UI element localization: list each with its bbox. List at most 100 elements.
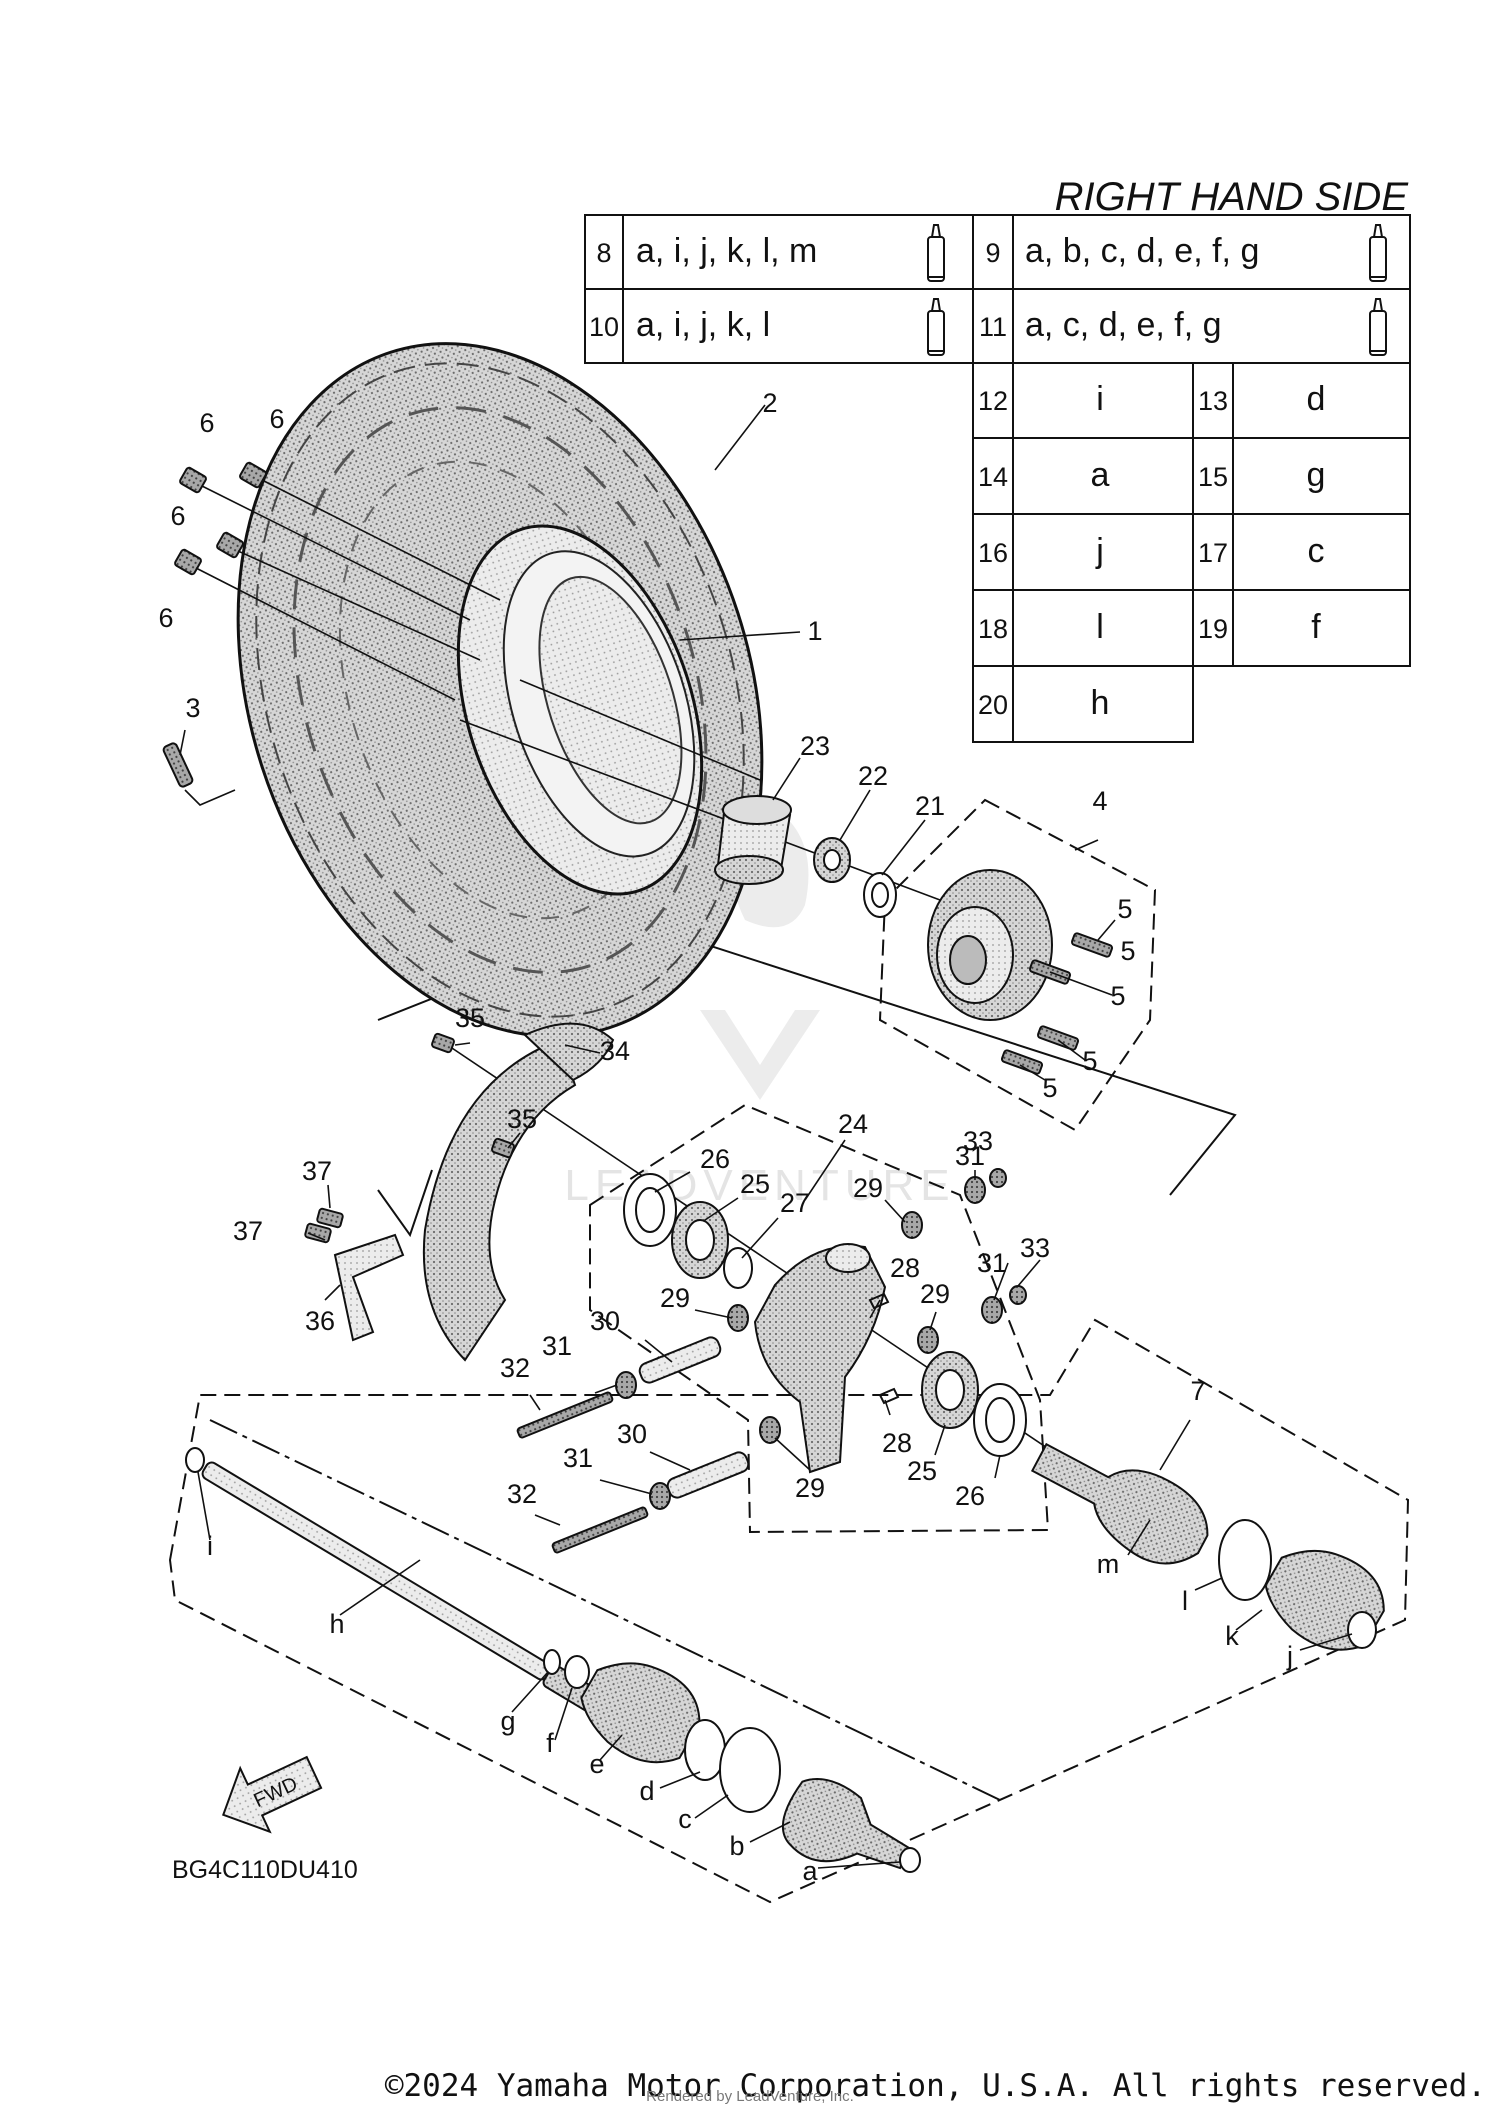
callout-j: j: [1286, 1641, 1293, 1671]
leader-lines: [179, 404, 1353, 1869]
lube-row-11-items: a, c, d, e, f, g: [1025, 306, 1222, 344]
lube-row-11-num: 11: [979, 312, 1007, 342]
kit-table: [972, 362, 1411, 743]
kit-letter-20: h: [1091, 684, 1110, 722]
kit-num-16: 16: [978, 538, 1008, 568]
callout-25a: 25: [740, 1169, 770, 1199]
band-c: [719, 1727, 781, 1813]
grease-tube-icon: [927, 224, 945, 282]
lube-row-10-num: 10: [589, 312, 619, 342]
drive-shaft: [185, 1442, 1385, 1873]
band-j: [1347, 1611, 1377, 1649]
callout-b: b: [729, 1831, 744, 1861]
callout-35b: 35: [507, 1104, 537, 1134]
callout-26a: 26: [700, 1144, 730, 1174]
copyright-notice: ©2024 Yamaha Motor Corporation, U.S.A. A…: [384, 2068, 1486, 2104]
callout-c: c: [678, 1804, 692, 1834]
callout-5d: 5: [1042, 1073, 1057, 1103]
callout-37b: 37: [233, 1216, 263, 1246]
callout-36: 36: [305, 1306, 335, 1336]
boot-k: [1264, 1549, 1385, 1651]
callout-m: m: [1097, 1549, 1120, 1579]
kit-letter-12: i: [1096, 380, 1104, 418]
bolt-32: [551, 1506, 649, 1554]
callout-6d: 6: [158, 603, 173, 633]
callout-21: 21: [915, 791, 945, 821]
bolt-32: [516, 1391, 614, 1439]
band-d: [684, 1719, 726, 1781]
callout-f: f: [546, 1728, 554, 1758]
kit-table-text: 12 i 13 d 14 a 15 g 16 j 17 c 18 l 19 f …: [978, 380, 1325, 722]
bracket-bolt-icon: [316, 1207, 344, 1229]
nut-33: [1009, 1285, 1027, 1305]
callout-24: 24: [838, 1109, 868, 1139]
hub-bolt-icon: [1000, 1049, 1044, 1075]
grease-tube-icons: [927, 224, 1387, 356]
callout-6c: 6: [170, 501, 185, 531]
callout-h: h: [329, 1609, 344, 1639]
bushing-29: [917, 1326, 939, 1354]
wheel-rim: [456, 524, 704, 896]
callout-5c: 5: [1110, 981, 1125, 1011]
callout-28b: 28: [882, 1428, 912, 1458]
diagram-code: BG4C110DU410: [172, 1856, 358, 1884]
bushing-29: [901, 1211, 923, 1239]
callout-29d: 29: [795, 1473, 825, 1503]
cotter-pin-28: [868, 1292, 900, 1405]
callout-33a: 33: [963, 1126, 993, 1156]
callout-1: 1: [807, 616, 822, 646]
hub-bolt-icon: [1070, 932, 1114, 958]
callout-31b: 31: [977, 1248, 1007, 1278]
washer-21: [863, 872, 897, 918]
page-heading: RIGHT HAND SIDE: [1055, 175, 1410, 219]
tire: [236, 342, 764, 1038]
hub-spacers: [714, 795, 897, 918]
joint-b: [781, 1778, 911, 1870]
lug-nut-icon: [174, 548, 202, 576]
lube-row-8-items: a, i, j, k, l, m: [636, 232, 817, 270]
kit-letter-16: j: [1095, 532, 1104, 570]
callout-5a: 5: [1117, 894, 1132, 924]
callout-d: d: [639, 1776, 654, 1806]
caliper-bracket: [304, 1032, 515, 1342]
washer-31: [649, 1482, 671, 1510]
lube-row-8-num: 8: [596, 238, 611, 268]
knuckle-assembly: [516, 1168, 1027, 1554]
bushing-29: [759, 1416, 781, 1444]
callout-k: k: [1225, 1621, 1239, 1651]
callout-a: a: [802, 1856, 818, 1886]
kit-letter-15: g: [1307, 456, 1326, 494]
callout-5b: 5: [1120, 936, 1135, 966]
kit-letter-17: c: [1308, 532, 1325, 570]
callout-i: i: [207, 1531, 213, 1561]
callout-31d: 31: [563, 1443, 593, 1473]
callout-31c: 31: [542, 1331, 572, 1361]
rendered-by-notice: Rendered by LeadVenture, Inc.: [646, 2088, 854, 2105]
clip-f: [564, 1655, 590, 1689]
spacer-23: [714, 795, 792, 885]
kit-letter-13: d: [1307, 380, 1326, 418]
collar-30: [638, 1336, 722, 1384]
wheel-hub: [927, 869, 1114, 1075]
callout-2: 2: [762, 388, 777, 418]
knuckle-group-outline: [589, 1103, 1050, 1534]
kit-letter-19: f: [1311, 608, 1321, 646]
driveshaft-group-outline: [168, 1318, 1410, 1904]
circlip-a: [899, 1847, 921, 1873]
lube-row-9-items: a, b, c, d, e, f, g: [1025, 232, 1259, 270]
circlip-i: [185, 1447, 205, 1473]
driveshaft-inner-outline: [209, 1419, 1001, 1801]
callout-32a: 32: [500, 1353, 530, 1383]
lug-nut-icon: [216, 531, 244, 559]
callout-23: 23: [800, 731, 830, 761]
hub-bolt-icon: [1036, 1025, 1080, 1051]
callout-29a: 29: [853, 1173, 883, 1203]
nut-guide-lines: [184, 479, 501, 806]
collar-30: [666, 1451, 750, 1499]
callout-e: e: [589, 1749, 604, 1779]
lube-row-10-items: a, i, j, k, l: [636, 306, 770, 344]
lubrication-table-text: 8 a, i, j, k, l, m 9 a, b, c, d, e, f, g…: [589, 232, 1259, 344]
callout-33b: 33: [1020, 1233, 1050, 1263]
grease-tube-icon: [1369, 298, 1387, 356]
